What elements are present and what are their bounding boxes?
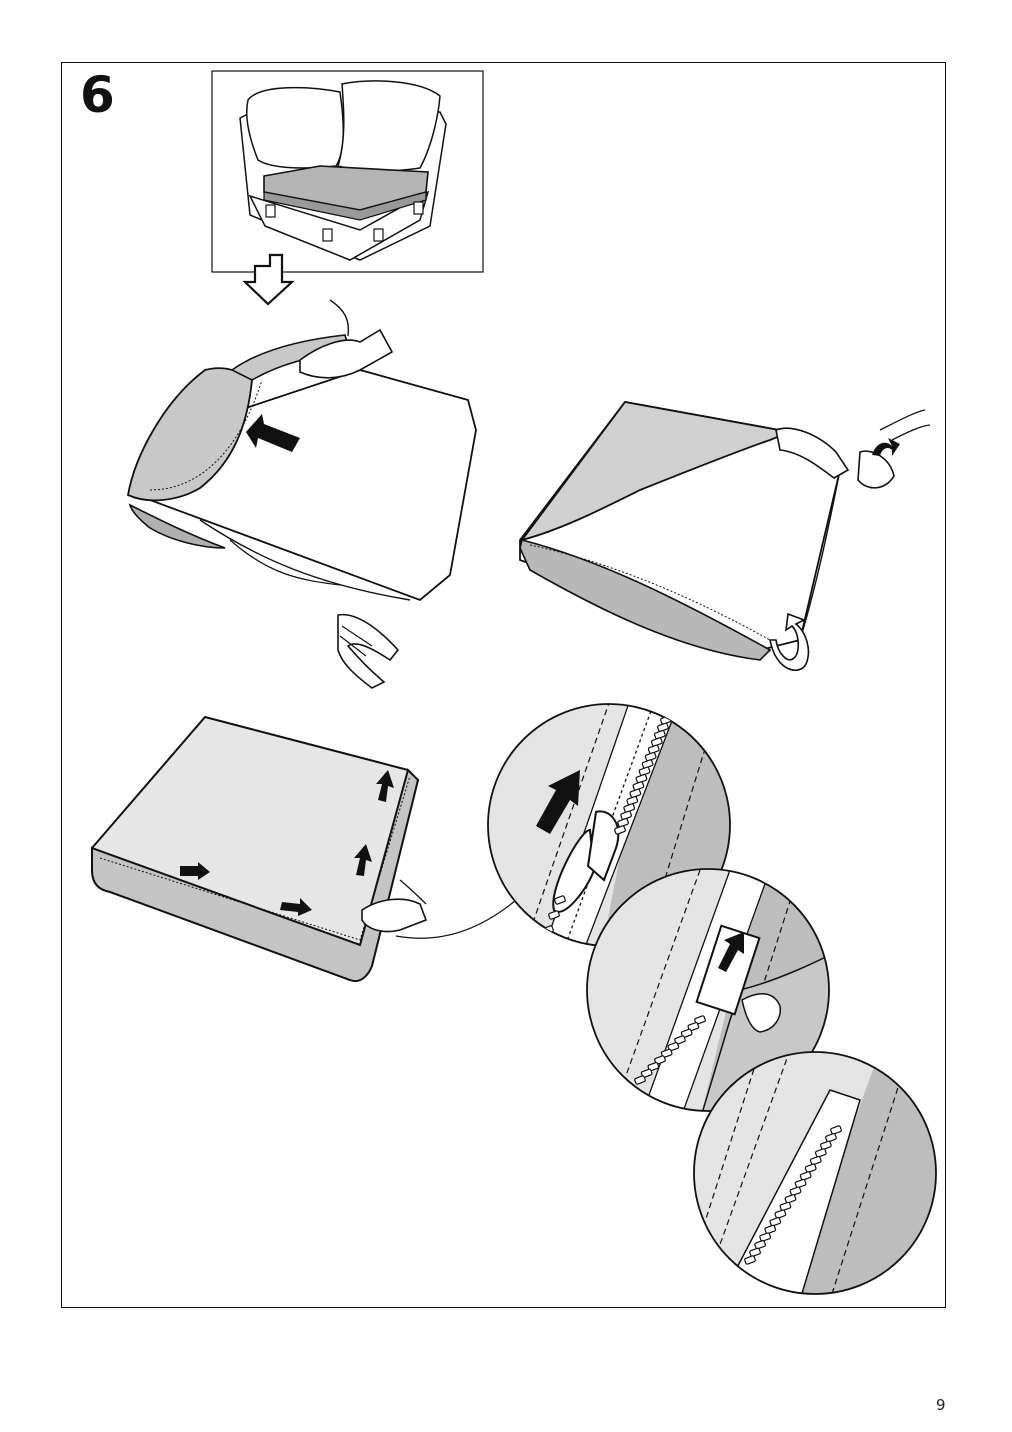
push-arrow-icon <box>180 862 210 880</box>
push-arrow-icon <box>376 770 394 802</box>
instruction-frame <box>61 62 946 1308</box>
push-arrow-icon <box>536 770 580 834</box>
hand-icon <box>337 613 400 689</box>
hand-icon <box>299 328 394 379</box>
zipper-detail-3 <box>693 1051 937 1295</box>
zipper-detail-2 <box>586 868 830 1112</box>
push-arrow-icon <box>354 844 372 876</box>
push-arrow-icon <box>246 414 300 452</box>
fit-cover-illustration <box>519 401 931 672</box>
push-arrow-icon <box>718 932 744 972</box>
zipper-teeth <box>744 1125 842 1265</box>
hand-icon <box>361 898 428 933</box>
zipper-teeth <box>634 1015 706 1085</box>
sofa-overview-panel <box>211 70 484 273</box>
rotate-arrow-icon <box>872 438 900 456</box>
back-cushion-right <box>337 80 441 172</box>
zipper-teeth <box>614 715 672 835</box>
page-number: 9 <box>936 1396 946 1414</box>
step-number: 6 <box>80 66 115 124</box>
hand-icon <box>775 427 850 479</box>
zipper-icon <box>542 715 842 1265</box>
remove-cover-illustration <box>126 299 477 689</box>
push-arrow-icon <box>280 898 312 916</box>
back-cushion-left <box>246 86 345 169</box>
down-arrow-icon <box>242 253 295 306</box>
close-zipper-illustration <box>91 715 517 982</box>
rotate-arrow-icon <box>769 612 810 672</box>
hand-icon <box>857 450 895 489</box>
